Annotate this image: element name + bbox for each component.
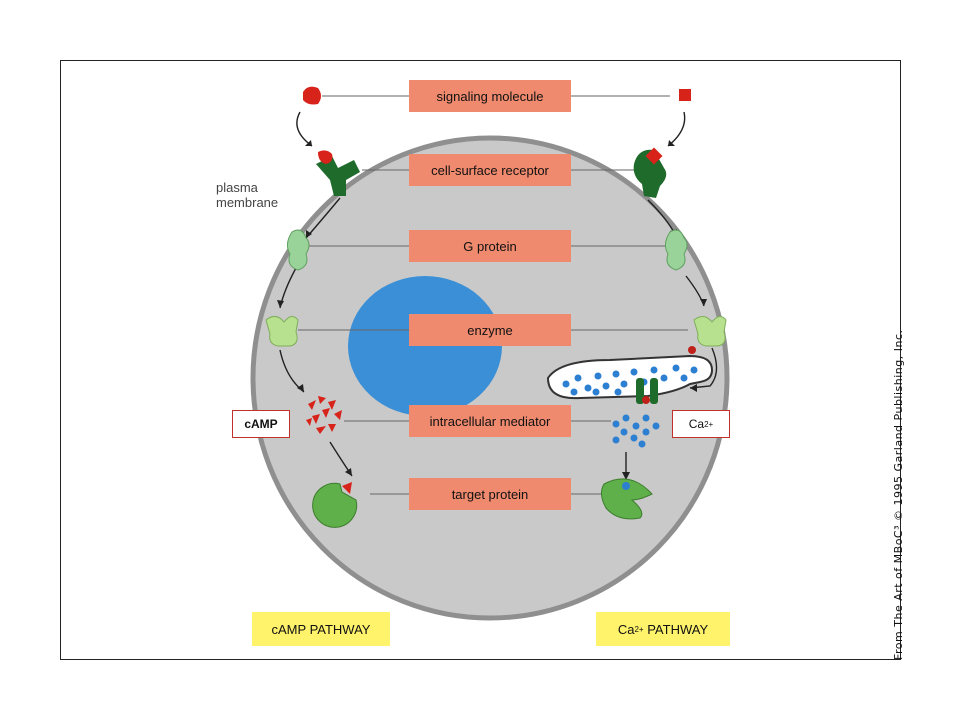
- er-calcium-ions: [562, 364, 698, 396]
- plasma-label-line2: membrane: [216, 195, 279, 210]
- step-cell-surface-receptor: cell-surface receptor: [409, 154, 571, 186]
- calcium-label-base: Ca: [688, 417, 705, 431]
- step-enzyme: enzyme: [409, 314, 571, 346]
- cytosol-calcium-ions: [612, 414, 660, 448]
- ca-pathway-sup: 2+: [634, 624, 644, 634]
- target-protein-left: [312, 482, 358, 528]
- target-protein-right: [600, 478, 653, 520]
- ip3-signal: [688, 346, 696, 354]
- er-channel: [636, 378, 658, 404]
- enzyme-right: [693, 316, 727, 347]
- camp-label: cAMP: [232, 410, 290, 438]
- ca-pathway-base: Ca: [617, 621, 635, 637]
- ca-pathway-rest: PATHWAY: [643, 621, 709, 637]
- signal-molecule-left: [303, 86, 321, 105]
- copyright-credit: From The Art of MBoC³ © 1995 Garland Pub…: [892, 329, 905, 660]
- calcium-label-sup: 2+: [704, 419, 714, 429]
- g-protein-right: [664, 229, 688, 271]
- plasma-membrane-label: plasma membrane: [216, 180, 278, 210]
- signal-molecule-right: [679, 89, 691, 101]
- g-protein-left: [286, 229, 310, 271]
- connector-lines: [298, 95, 688, 495]
- receptor-left: [316, 150, 360, 196]
- step-g-protein: G protein: [409, 230, 571, 262]
- receptor-right: [633, 147, 667, 198]
- step-signaling-molecule: signaling molecule: [409, 80, 571, 112]
- step-intracellular-mediator: intracellular mediator: [409, 405, 571, 437]
- camp-molecules: [306, 396, 342, 434]
- nucleus: [348, 276, 502, 416]
- step-target-protein: target protein: [409, 478, 571, 510]
- camp-pathway-label: cAMP PATHWAY: [252, 612, 390, 646]
- enzyme-left: [265, 316, 299, 347]
- plasma-label-line1: plasma: [216, 180, 258, 195]
